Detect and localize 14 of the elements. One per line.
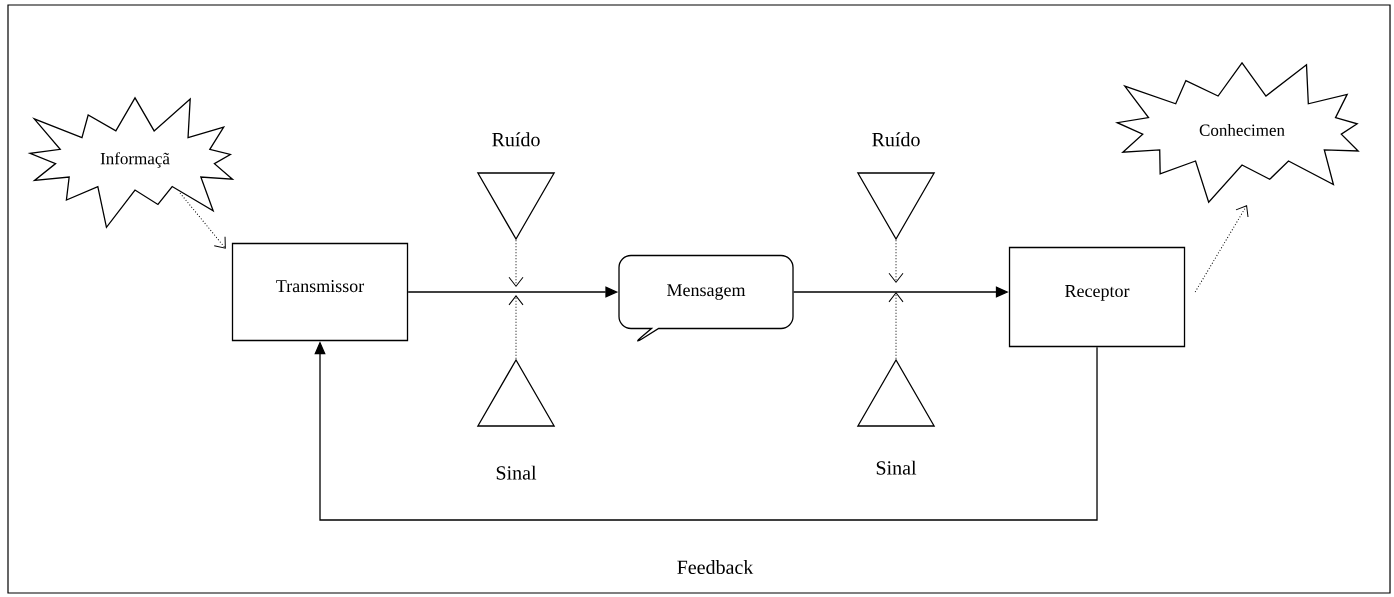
speech-bubble: Mensagem	[618, 254, 794, 342]
dotted-arrow	[508, 239, 524, 287]
dotted-arrow	[179, 192, 226, 249]
process-box: Transmissor	[231, 242, 409, 342]
dotted-arrow	[888, 292, 904, 360]
dotted-arrow	[508, 295, 524, 360]
node-label: Sinal	[876, 460, 917, 475]
dotted-arrow	[888, 239, 904, 283]
process-box: Receptor	[1008, 246, 1186, 348]
edge-label: Feedback	[674, 557, 756, 577]
node-label: Ruído	[492, 132, 540, 147]
node-label: Ruído	[872, 132, 920, 147]
dotted-arrow	[1194, 205, 1249, 293]
node-label: Sinal	[496, 465, 537, 480]
